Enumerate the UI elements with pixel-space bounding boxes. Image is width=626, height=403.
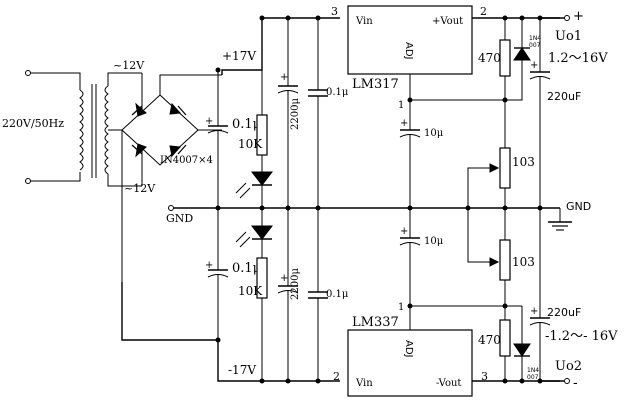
protect-diode-top: 1N4 007 [505, 18, 541, 101]
lm337-adj-label: ADJ [403, 340, 414, 358]
adj-cap-bottom-polarity: + [400, 226, 408, 237]
output-negative-sign: - [573, 376, 578, 391]
ground-bus: GND GND [166, 200, 591, 231]
transformer-lower-voltage: ~12V [124, 182, 156, 195]
adj-cap-bottom: + 10μ [399, 208, 444, 306]
lm317-pin-in: 3 [331, 5, 338, 18]
lm317-pin-out: 2 [480, 5, 487, 18]
pot-top: 103 [467, 147, 535, 208]
output-negative-name: Uo2 [555, 359, 582, 374]
adj-cap-top-polarity: + [400, 118, 408, 129]
protect-diode-bottom-line2: 007 [527, 374, 539, 381]
set-res-bottom-value: 470 [478, 333, 501, 347]
lm317-pin-adj: 1 [398, 100, 404, 111]
lm337-vin-label: Vin [355, 378, 373, 389]
lm317-adj-label: ADJ [403, 42, 414, 60]
bulk-cap-bottom: + 2200μ [277, 208, 301, 381]
bridge-label: IN4007×4 [160, 155, 213, 166]
filter-cap-bottom: + 0.1μ [205, 208, 261, 340]
output-cap-bottom-polarity: + [530, 306, 538, 317]
set-res-top-value: 470 [478, 51, 501, 65]
output-positive-range: 1.2～16V [548, 51, 608, 66]
regulator-lm317: Vin +Vout ADJ LM317 3 2 1 [331, 5, 487, 111]
output-cap-top: + 220uF [529, 18, 581, 208]
filter-cap-top: + 0.1μ [205, 70, 261, 208]
pot-top-value: 103 [512, 155, 535, 169]
output-positive-sign: + [573, 9, 584, 24]
bridge-rectifier: IN4007×4 [121, 73, 222, 186]
bypass-cap-top: 0.1μ [308, 18, 349, 208]
lm337-pin-in: 2 [333, 370, 340, 383]
transformer-upper-voltage: ~12V [113, 59, 145, 72]
set-res-top: 470 [478, 18, 511, 148]
adj-cap-top: + 10μ [399, 100, 444, 208]
lm317-name: LM317 [352, 77, 399, 92]
mains-label: 220V/50Hz [2, 117, 64, 130]
bulk-cap-top-value: 2200μ [290, 98, 301, 130]
output-positive: + Uo1 1.2～16V [540, 9, 608, 66]
transformer: ~12V ~12V [79, 59, 156, 282]
led-indicator-top: 10K [235, 18, 274, 208]
regulator-lm337: Vin -Vout ADJ LM337 2 3 1 [333, 302, 488, 397]
bypass-cap-top-value: 0.1μ [326, 87, 349, 98]
protect-diode-top-line2: 007 [529, 42, 541, 49]
led-res-bottom-value: 10K [238, 284, 263, 298]
positive-rail-label: +17V [222, 49, 256, 63]
lm317-vout-label: +Vout [432, 16, 463, 27]
mains-input: 220V/50Hz [2, 70, 81, 184]
junction-dots [215, 15, 543, 384]
led-indicator-bottom: 10K [235, 208, 274, 381]
lm337-name: LM337 [352, 315, 399, 330]
protect-diode-bottom-line1: 1N4 [527, 367, 539, 374]
bulk-cap-top: + 2200μ [277, 18, 301, 208]
led-res-top-value: 10K [238, 137, 263, 151]
filter-cap-bottom-polarity: + [205, 260, 213, 271]
ground-left-label: GND [166, 212, 193, 225]
output-positive-name: Uo1 [555, 29, 582, 44]
bypass-cap-bottom-value: 0.1μ [326, 289, 349, 300]
bulk-cap-top-polarity: + [280, 72, 288, 83]
filter-cap-bottom-value: 0.1μ [232, 261, 261, 276]
set-res-bottom: 470 [478, 260, 511, 381]
lm337-vout-label: -Vout [436, 378, 461, 389]
output-negative-range: -1.2～- 16V [545, 329, 618, 344]
output-cap-top-value: 220uF [547, 90, 581, 103]
adj-cap-top-value: 10μ [424, 128, 444, 139]
bypass-cap-bottom: 0.1μ [308, 208, 349, 381]
protect-diode-top-line1: 1N4 [529, 35, 541, 42]
negative-rail-label: -17V [228, 363, 256, 377]
lm317-vin-label: Vin [355, 16, 373, 27]
lm337-pin-out: 3 [481, 370, 488, 383]
pot-bottom-value: 103 [512, 255, 535, 269]
output-cap-bottom-value: 220uF [547, 306, 581, 319]
pot-bottom: 103 [467, 208, 535, 281]
bulk-cap-bottom-value: 2200μ [290, 268, 301, 300]
bulk-cap-bottom-polarity: + [280, 273, 288, 284]
filter-cap-top-polarity: + [205, 116, 213, 127]
lm337-pin-adj: 1 [398, 302, 404, 313]
protect-diode-bottom: 1N4 007 [505, 305, 539, 381]
filter-cap-top-value: 0.1μ [232, 117, 261, 132]
output-negative: - Uo2 -1.2～- 16V [540, 329, 618, 391]
adj-cap-bottom-value: 10μ [424, 236, 444, 247]
output-cap-bottom: + 220uF [529, 208, 581, 381]
output-cap-top-polarity: + [530, 60, 538, 71]
ground-right-label: GND [566, 200, 591, 213]
